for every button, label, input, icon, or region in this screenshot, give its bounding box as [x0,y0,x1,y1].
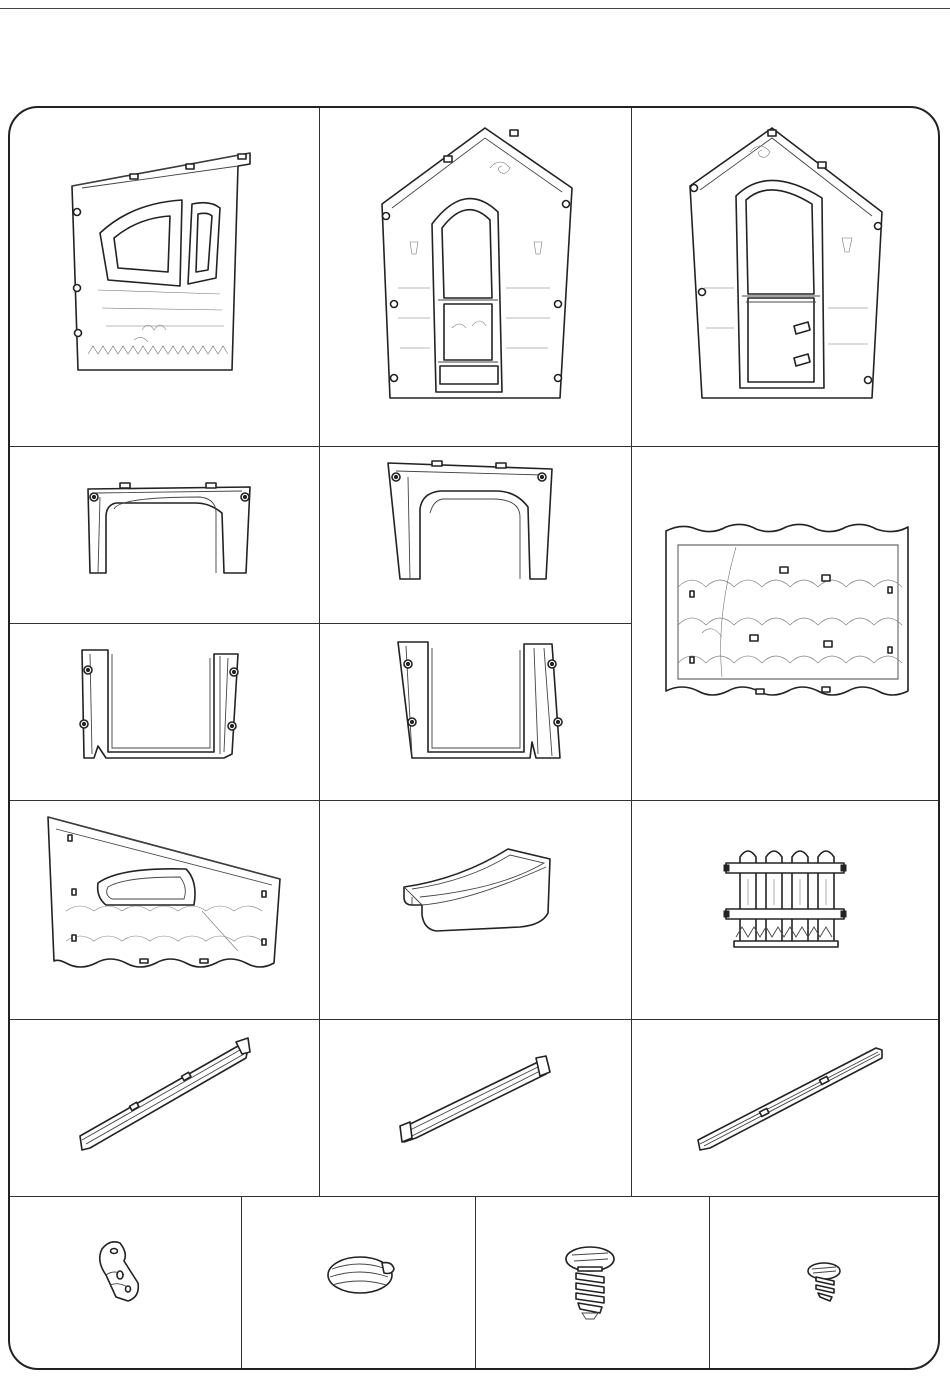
top-rule [0,8,950,9]
part-door-frame-side-large [320,624,631,800]
part-roof-side-window [10,801,319,1019]
rail-c-drawing [632,1020,940,1196]
part-front-gable-wall-window-door [320,108,631,446]
fence-panel-drawing [632,801,940,1019]
roof-panel-tiles-drawing [632,447,940,800]
front-gable-wall-window-door-drawing [320,108,631,446]
part-hinge-clip [10,1197,241,1368]
parts-sheet [8,106,940,1370]
part-screw-large [476,1197,709,1368]
rail-b-drawing [320,1020,631,1196]
window-box-drawing [320,801,631,1019]
hinge-clip-drawing [10,1197,241,1368]
screw-small-drawing [710,1197,940,1368]
part-screw-small [710,1197,940,1368]
cap-plug-drawing [242,1197,475,1368]
front-gable-wall-door-drawing [632,108,940,446]
part-side-wall-window [10,108,319,446]
door-frame-top-small-drawing [10,447,319,623]
door-frame-top-large-drawing [320,447,631,623]
part-rail-a [10,1020,319,1196]
part-door-frame-top-small [10,447,319,623]
part-rail-c [632,1020,940,1196]
part-door-frame-side-small [10,624,319,800]
part-rail-b [320,1020,631,1196]
door-frame-side-small-drawing [10,624,319,800]
screw-large-drawing [476,1197,709,1368]
side-wall-window-drawing [10,108,319,446]
door-frame-side-large-drawing [320,624,631,800]
part-front-gable-wall-door [632,108,940,446]
part-door-frame-top-large [320,447,631,623]
rail-a-drawing [10,1020,319,1196]
part-window-box [320,801,631,1019]
part-roof-panel-tiles [632,447,940,800]
part-cap-plug [242,1197,475,1368]
roof-side-window-drawing [10,801,319,1019]
part-fence-panel [632,801,940,1019]
